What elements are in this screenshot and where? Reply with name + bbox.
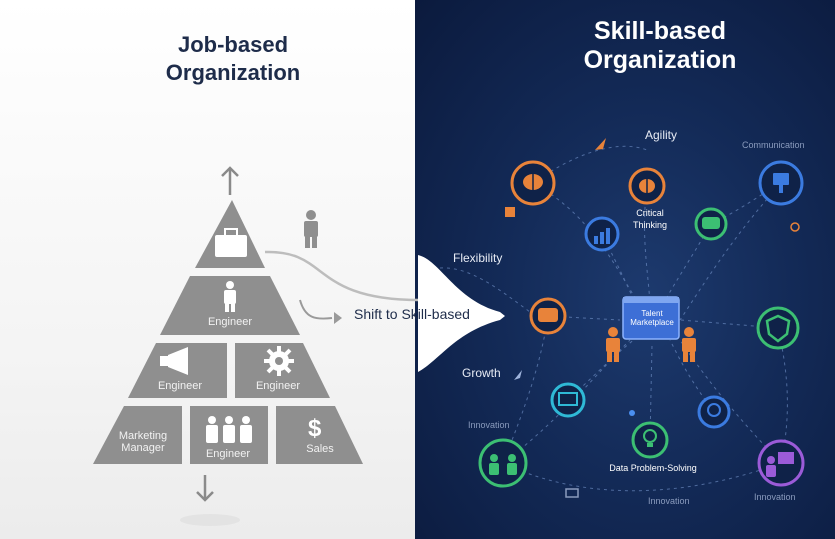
shift-arrow-head <box>334 312 342 324</box>
skill-label-growth: Growth <box>462 366 501 380</box>
skill-label-innovation-left: Innovation <box>468 420 510 430</box>
up-arrow-icon <box>221 166 239 195</box>
presentation-node <box>550 382 586 418</box>
skill-label-agility: Agility <box>645 128 678 142</box>
skill-label-communication: Communication <box>742 140 805 150</box>
page-title-skill-based: Skill-based Organization <box>583 17 737 74</box>
presenter-icon <box>766 452 794 477</box>
speech-icon <box>538 308 558 322</box>
innovation-left-node <box>478 438 528 488</box>
bar-chart-icon <box>594 228 610 244</box>
brain-icon-2 <box>639 179 655 193</box>
skill-label-critical-thinking: Critical Thinking <box>632 208 668 230</box>
shift-curve-arrow <box>299 299 333 320</box>
team-icon <box>489 454 517 475</box>
small-square-icon <box>505 207 515 217</box>
rocket-icon <box>595 138 606 150</box>
page-title-job-based: Job-based Organization <box>165 32 301 85</box>
person-left-icon <box>606 327 620 362</box>
down-arrow-icon <box>196 475 214 502</box>
award-node <box>697 395 731 429</box>
skill-label-innovation-bottom: Innovation <box>648 496 690 506</box>
brain-icon <box>523 174 543 190</box>
pyramid-row-4-left <box>93 406 182 464</box>
pyramid-row-3-right <box>235 343 330 398</box>
shift-notch <box>418 255 505 372</box>
pyramid-label-engineer-left: Engineer <box>157 380 203 392</box>
people-group-icon <box>206 416 252 443</box>
small-dot-icon <box>629 410 635 416</box>
shift-curve-upper <box>264 250 421 302</box>
shift-label: Shift to Skill-based <box>354 306 470 322</box>
badge-icon <box>707 403 721 417</box>
presentation-icon <box>558 392 578 406</box>
shadow <box>180 514 240 526</box>
pyramid-label-marketing-manager: Marketing Manager <box>118 430 168 454</box>
shield-icon <box>765 314 791 343</box>
pyramid-top <box>195 200 265 268</box>
kiosk-icon <box>773 173 789 193</box>
skill-label-innovation-right: Innovation <box>754 492 796 502</box>
shield-node <box>756 306 800 350</box>
small-rocket-icon <box>514 370 522 380</box>
megaphone-icon <box>160 347 188 375</box>
chat-bubble-icon <box>702 217 720 229</box>
screen-header <box>623 297 679 303</box>
lightbulb-icon <box>643 429 657 447</box>
gear-icon <box>264 346 294 376</box>
pyramid-label-engineer-center: Engineer <box>205 448 251 460</box>
skill-label-data-problem-solving: Data Problem-Solving <box>609 463 697 473</box>
skill-label-flexibility: Flexibility <box>453 251 503 265</box>
pyramid-label-engineer-right: Engineer <box>255 380 301 392</box>
dollar-icon: $ <box>308 415 322 442</box>
small-monitor-icon <box>565 488 579 498</box>
pyramid-label-engineer: Engineer <box>207 316 253 328</box>
pyramid-row-2 <box>160 276 300 335</box>
person-icon <box>224 281 236 312</box>
data-node <box>631 421 669 459</box>
talent-marketplace-label: Talent Marketplace <box>630 309 674 327</box>
pyramid-label-sales: Sales <box>306 443 334 455</box>
person-right-icon <box>682 327 696 362</box>
small-bulb-icon <box>790 222 800 232</box>
briefcase-icon <box>215 228 247 257</box>
pyramid-row-4-right <box>276 406 363 464</box>
standing-person-icon <box>304 210 318 248</box>
